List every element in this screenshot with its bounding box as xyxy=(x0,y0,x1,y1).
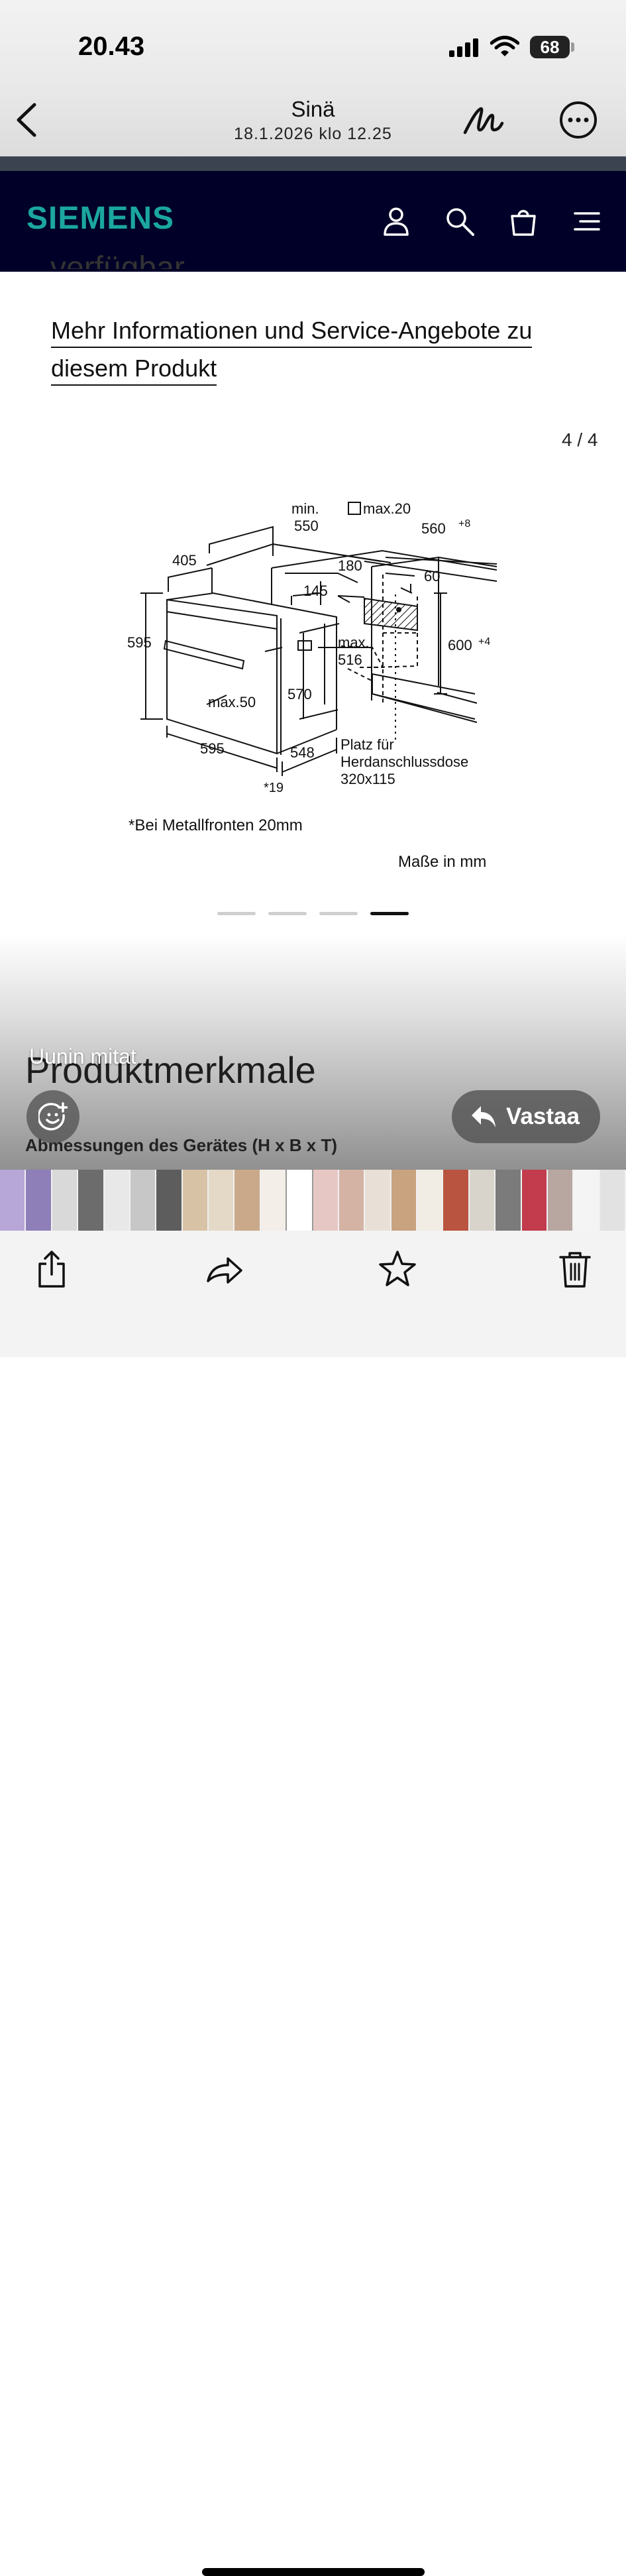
forward-icon[interactable] xyxy=(205,1249,245,1289)
thumbnail[interactable] xyxy=(0,1170,25,1231)
photo-viewer-header: Sinä 18.1.2026 klo 12.25 xyxy=(0,86,626,156)
user-account-icon[interactable] xyxy=(380,205,412,237)
reply-button[interactable]: Vastaa xyxy=(452,1090,600,1143)
hamburger-menu-icon[interactable] xyxy=(571,205,603,237)
gallery-dot[interactable] xyxy=(319,912,358,915)
label-max50: max.50 xyxy=(208,694,256,710)
label-405: 405 xyxy=(172,552,197,569)
label-570: 570 xyxy=(287,686,312,702)
label-max: max. xyxy=(338,634,370,651)
label-19: *19 xyxy=(264,781,284,795)
photo-caption: Uunin mitat xyxy=(29,1044,136,1068)
label-180: 180 xyxy=(338,557,362,574)
section-heading: Produktmerkmale xyxy=(25,1049,316,1091)
thumbnail[interactable] xyxy=(600,1170,625,1231)
markup-pen-icon[interactable] xyxy=(462,99,505,142)
thumbnail[interactable] xyxy=(391,1170,416,1231)
reply-arrow-icon xyxy=(472,1106,496,1127)
gallery-dot[interactable] xyxy=(217,912,256,915)
thumbnail[interactable] xyxy=(104,1170,129,1231)
label-145: 145 xyxy=(303,583,328,599)
thumbnail[interactable] xyxy=(496,1170,521,1231)
thumbnail[interactable] xyxy=(182,1170,207,1231)
thumbnail[interactable] xyxy=(260,1170,286,1231)
more-options-icon[interactable] xyxy=(559,101,598,139)
add-reaction-button[interactable] xyxy=(26,1090,79,1143)
dimensions-unit-note: Maße in mm xyxy=(398,853,487,871)
thumbnail[interactable] xyxy=(339,1170,364,1231)
thumbnail[interactable] xyxy=(469,1170,495,1231)
reply-label: Vastaa xyxy=(506,1103,580,1129)
thumbnail[interactable] xyxy=(313,1170,338,1231)
search-icon[interactable] xyxy=(444,205,476,237)
label-595-height: 595 xyxy=(127,634,152,651)
label-600: 600 xyxy=(448,637,472,653)
sender-name: Sinä xyxy=(291,97,335,121)
thumbnail[interactable] xyxy=(156,1170,182,1231)
back-chevron-icon[interactable] xyxy=(9,98,44,142)
thumbnail[interactable] xyxy=(417,1170,443,1231)
cellular-signal-icon xyxy=(449,37,478,57)
thumbnail[interactable] xyxy=(521,1170,547,1231)
page-top-strip xyxy=(0,156,626,171)
thumbnail[interactable] xyxy=(52,1170,78,1231)
thumbnail[interactable] xyxy=(78,1170,103,1231)
thumbnail[interactable] xyxy=(574,1170,599,1231)
home-indicator xyxy=(202,2568,425,2576)
label-platz-3: 320x115 xyxy=(340,771,395,787)
label-max20: max.20 xyxy=(363,500,411,517)
label-548: 548 xyxy=(290,744,315,761)
label-platz-1: Platz für xyxy=(340,736,394,753)
label-min: min. xyxy=(291,500,319,517)
sent-date: 18.1.2026 klo 12.25 xyxy=(234,125,392,143)
label-595-width: 595 xyxy=(200,740,225,757)
thumbnail[interactable] xyxy=(209,1170,234,1231)
gallery-dot[interactable] xyxy=(268,912,307,915)
label-platz-2: Herdanschlussdose xyxy=(340,754,468,770)
more-info-link[interactable]: Mehr Informationen und Service-Angebote … xyxy=(51,311,581,387)
thumbnail[interactable] xyxy=(235,1170,260,1231)
label-560-tolerance: +8 xyxy=(458,518,470,530)
thumbnail[interactable] xyxy=(26,1170,51,1231)
favorite-star-icon[interactable] xyxy=(378,1249,417,1289)
thumbnail[interactable] xyxy=(365,1170,390,1231)
label-516: 516 xyxy=(338,651,362,668)
thumbnail-strip[interactable] xyxy=(0,1170,626,1231)
wifi-icon xyxy=(490,36,519,56)
thumbnail[interactable] xyxy=(443,1170,468,1231)
battery-icon: 68 xyxy=(530,36,570,58)
siemens-logo[interactable]: SIEMENS xyxy=(26,201,175,236)
gallery-dot-active[interactable] xyxy=(370,912,409,915)
status-bar: 20.43 68 xyxy=(0,0,626,86)
battery-tip xyxy=(571,42,574,52)
cut-off-heading: verfügbar xyxy=(50,252,185,269)
dimensions-subheading: Abmessungen des Gerätes (H x B x T) xyxy=(25,1135,338,1155)
more-info-link-line1: Mehr Informationen und Service-Angebote … xyxy=(51,317,533,348)
label-60: 60 xyxy=(424,568,440,585)
bottom-toolbar xyxy=(0,1231,626,2576)
gallery-counter: 4 / 4 xyxy=(562,429,598,450)
siemens-navbar: SIEMENS xyxy=(0,171,626,272)
label-550: 550 xyxy=(294,518,319,534)
metal-front-note: *Bei Metallfronten 20mm xyxy=(129,816,303,834)
oven-dimension-drawing: min. 550 max.20 560 +8 405 180 60 145 59… xyxy=(127,500,497,795)
share-icon[interactable] xyxy=(32,1249,72,1289)
smiley-plus-icon xyxy=(38,1102,68,1131)
thumbnail[interactable] xyxy=(286,1170,313,1231)
thumbnail[interactable] xyxy=(547,1170,573,1231)
status-time: 20.43 xyxy=(78,32,145,61)
label-560: 560 xyxy=(421,520,446,537)
shopping-basket-icon[interactable] xyxy=(507,205,539,237)
thumbnail[interactable] xyxy=(130,1170,156,1231)
trash-icon[interactable] xyxy=(555,1249,595,1289)
more-info-link-line2: diesem Produkt xyxy=(51,355,217,386)
label-600-tolerance: +4 xyxy=(478,636,490,647)
